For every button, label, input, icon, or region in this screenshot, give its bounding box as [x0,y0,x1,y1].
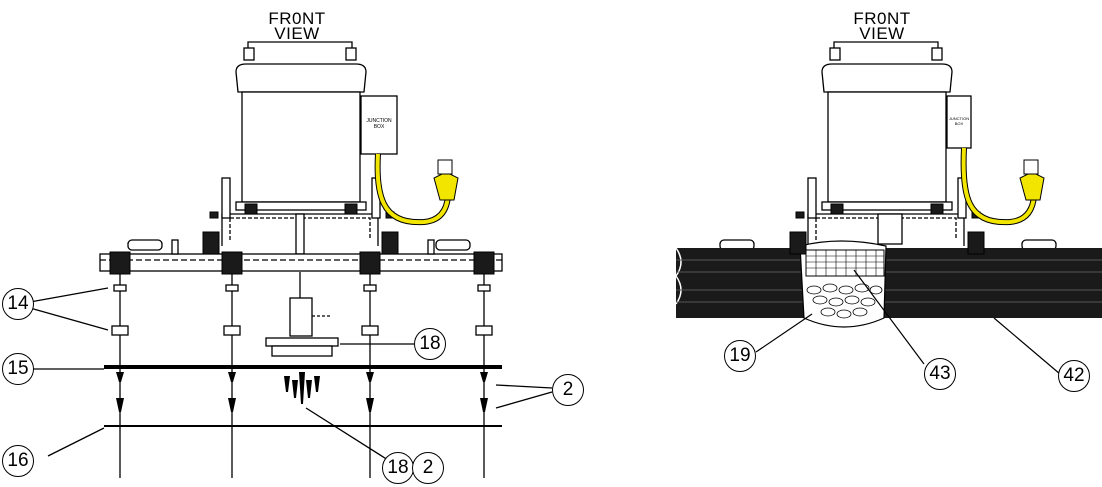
callout-2-lower: 2 [412,452,444,484]
left-junction-box-label: JUNCTION BOX [366,118,392,130]
callout-43: 43 [924,358,956,390]
right-junction-box-label: JUNCTION BOX [948,116,970,126]
top-plate [99,253,503,272]
right-cable [960,147,1045,226]
right-view-title: FR0NT VIEW [847,9,917,43]
callout-14: 14 [2,288,34,320]
left-assembly [29,41,553,478]
plate-handle-right [435,239,471,251]
junction-box [360,95,398,155]
lid-handle [247,41,353,52]
left-view-title: FR0NT VIEW [262,9,332,43]
post-left [221,177,231,219]
callout-2-right: 2 [552,374,584,406]
drive-shaft [295,213,305,255]
mesh-43 [805,249,885,277]
right-view-title-line2: VIEW [859,24,905,43]
left-mount-blocks [109,203,495,275]
callout-18-upper: 18 [414,328,446,360]
callout-18-lower: 18 [382,452,414,484]
left-cable [374,153,459,226]
lid-clip-left [243,47,255,61]
callout-42: 42 [1058,360,1090,392]
right-mount-blocks [789,203,985,255]
right-ground [675,247,1102,318]
frame-inner [229,217,371,240]
callout-19: 19 [724,340,756,372]
callout-16: 16 [2,445,34,477]
motor-base-band [235,201,367,211]
callout-15: 15 [2,353,34,385]
right-assembly [719,41,1057,251]
motor-lid [235,63,367,93]
right-view-title-line1: FR0NT [853,9,911,28]
cutter-disk [265,337,339,347]
plate-handle-left [127,239,163,251]
gravel-19 [806,283,883,319]
right-cavity [799,240,887,328]
left-view-title-line1: FR0NT [268,9,326,28]
motor-housing [241,91,361,203]
left-view-title-line2: VIEW [274,24,320,43]
left-bolts [116,372,488,412]
coupling-block [289,297,313,337]
lid-clip-right [345,47,357,61]
